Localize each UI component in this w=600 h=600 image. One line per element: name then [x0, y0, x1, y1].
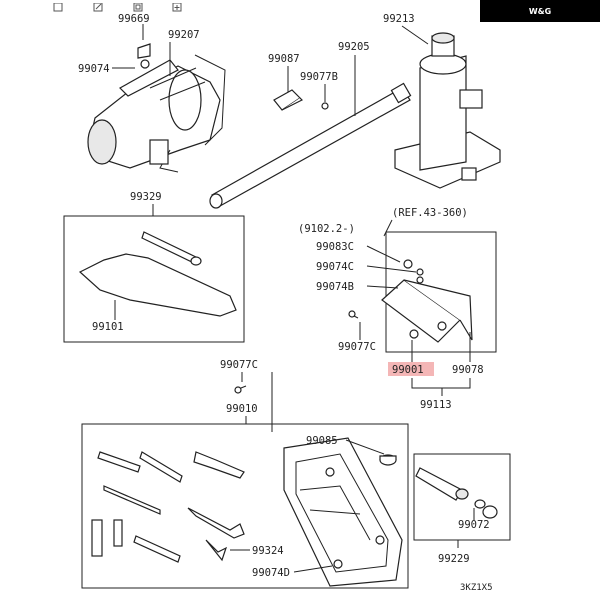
brand-badge-text: W&G	[528, 6, 552, 16]
box-99329	[63, 215, 245, 343]
part-99207-motor	[87, 54, 226, 173]
label-99077C-right: 99077C	[338, 341, 376, 353]
footer-code: 3KZ1X5	[460, 583, 493, 593]
label-99074: 99074	[78, 63, 110, 75]
label-99085: 99085	[306, 435, 338, 447]
label-99077B: 99077B	[300, 71, 338, 83]
label-99078: 99078	[452, 364, 484, 376]
label-99324: 99324	[252, 545, 284, 557]
brand-badge: W&G	[480, 0, 600, 22]
copy-icon[interactable]	[133, 0, 143, 12]
checkbox-icon[interactable]	[53, 0, 63, 12]
box-99229	[413, 453, 511, 541]
add-icon[interactable]	[172, 0, 182, 12]
part-tools	[91, 451, 245, 563]
label-99207: 99207	[168, 29, 200, 41]
label-99669: 99669	[118, 13, 150, 25]
label-99113: 99113	[420, 399, 452, 411]
label-99074D: 99074D	[252, 567, 290, 579]
label-9102: (9102.2-)	[298, 223, 355, 235]
label-99001: 99001	[392, 364, 424, 376]
label-99072: 99072	[458, 519, 490, 531]
label-99205: 99205	[338, 41, 370, 53]
top-toolbar	[0, 0, 200, 14]
part-99213-bottle-jack	[394, 32, 501, 189]
label-99010: 99010	[226, 403, 258, 415]
part-99205-handle-bar	[209, 82, 412, 209]
label-99074B: 99074B	[316, 281, 354, 293]
part-99072-tube	[415, 467, 498, 519]
label-99077C-left: 99077C	[220, 359, 258, 371]
highlight-99001	[388, 362, 434, 376]
box-99010-toolkit	[81, 423, 409, 589]
part-99101-wrench-bag	[78, 231, 237, 317]
part-99074-bracket	[119, 43, 179, 97]
label-99101: 99101	[92, 321, 124, 333]
part-99077C-screw-right	[348, 310, 359, 319]
part-99087-clip	[273, 89, 304, 111]
label-99083C: 99083C	[316, 241, 354, 253]
edit-icon[interactable]	[93, 0, 103, 12]
label-99213: 99213	[383, 13, 415, 25]
label-99229: 99229	[438, 553, 470, 565]
label-99074C: 99074C	[316, 261, 354, 273]
part-99001-bracket	[381, 276, 473, 343]
part-99077C-screw-left	[234, 385, 247, 394]
part-toolkit-tray	[283, 437, 403, 587]
label-ref-43-360: (REF.43-360)	[392, 207, 468, 219]
label-99329: 99329	[130, 191, 162, 203]
part-99083C-screw	[403, 259, 424, 276]
box-bracket-group	[385, 231, 497, 353]
part-99085-cap	[379, 454, 397, 466]
label-99087: 99087	[268, 53, 300, 65]
